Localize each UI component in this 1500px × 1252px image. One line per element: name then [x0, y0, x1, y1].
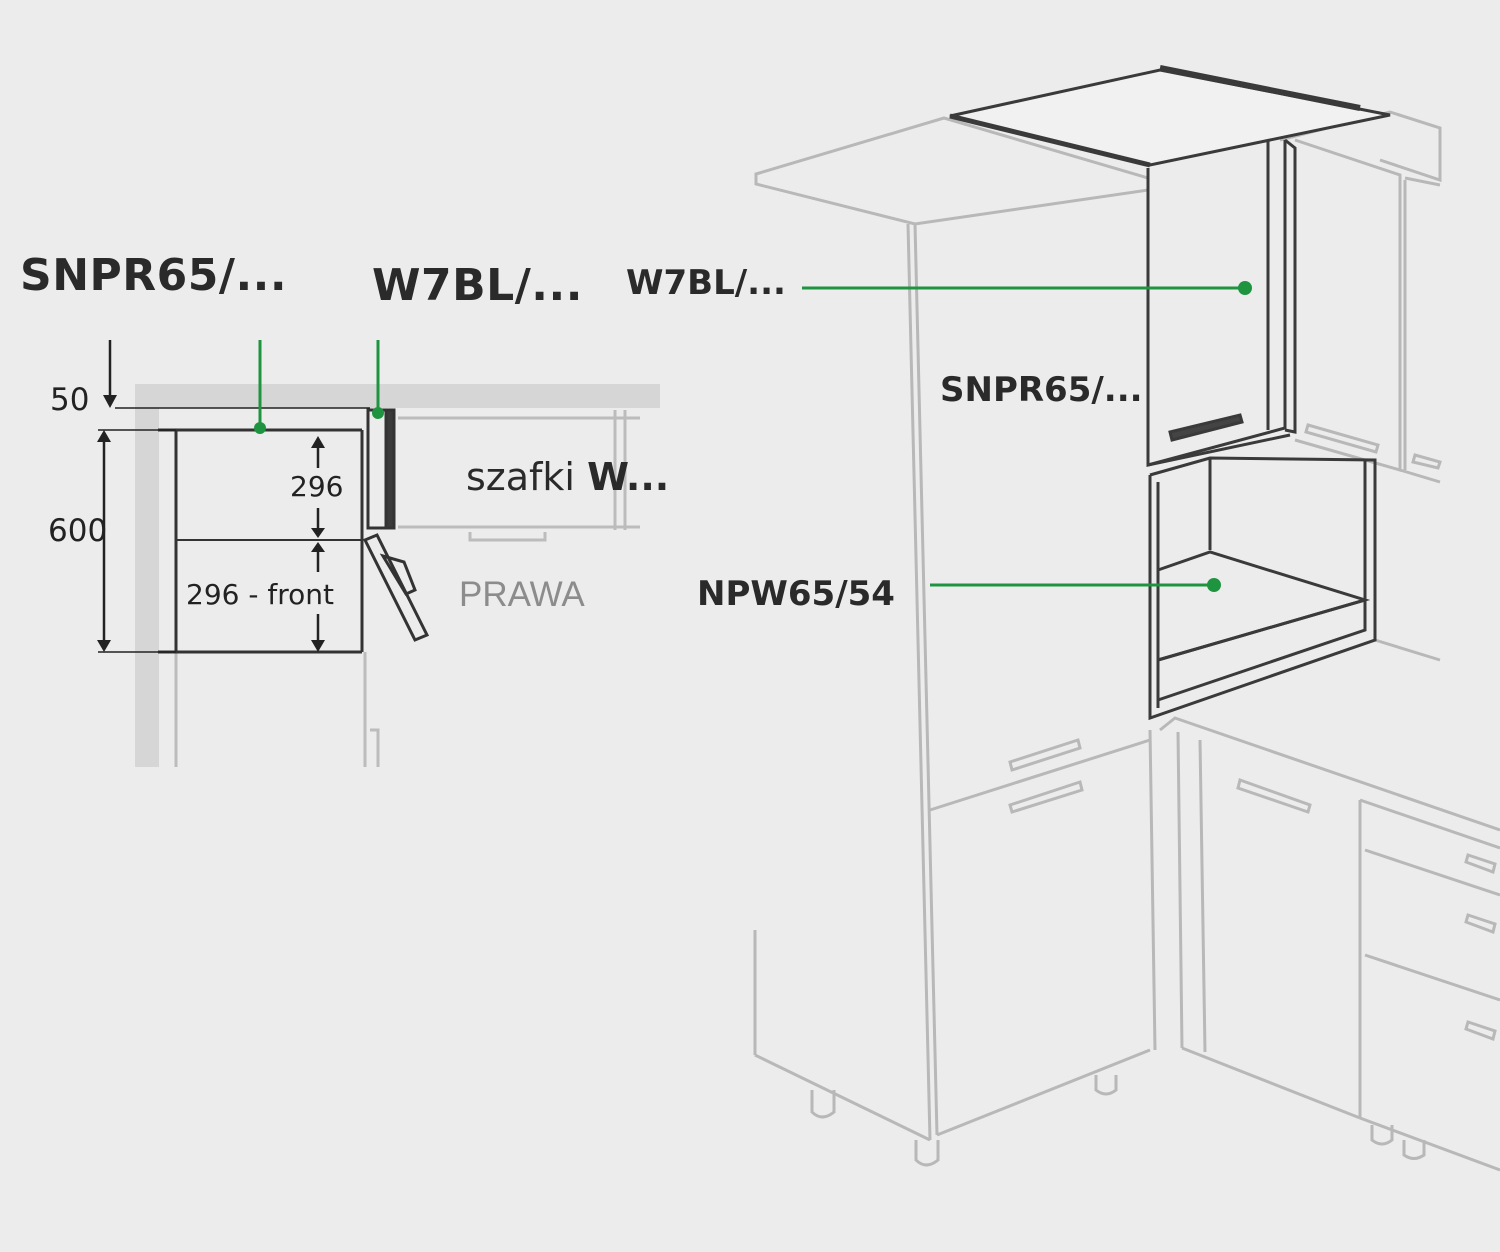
plan-label-w7bl: W7BL/...	[372, 260, 583, 311]
dimension-upper: 296	[290, 470, 344, 503]
perspective-label-snpr: SNPR65/...	[940, 370, 1143, 410]
side-cabinets-code: W...	[587, 455, 670, 499]
plan-label-snpr: SNPR65/...	[20, 250, 288, 301]
plan-view	[97, 340, 660, 767]
direction-label: PRAWA	[459, 575, 585, 614]
dimension-lower-front: 296 - front	[186, 578, 334, 611]
side-cabinets-label: szafki W...	[466, 458, 669, 496]
wall-left	[135, 384, 159, 767]
dimension-height: 600	[48, 513, 108, 549]
perspective-label-npw: NPW65/54	[697, 574, 895, 614]
side-cabinets-prefix: szafki	[466, 455, 575, 499]
w7bl-perspective-marker-dot	[1238, 281, 1252, 295]
highlighted-cabinet	[949, 65, 1391, 721]
perspective-label-w7bl: W7BL/...	[626, 263, 786, 303]
w7bl-marker-dot	[372, 407, 384, 419]
snpr-marker-dot	[254, 422, 266, 434]
npw-perspective-marker-dot	[1207, 578, 1221, 592]
dimension-top-depth: 50	[50, 382, 90, 418]
perspective-view	[753, 110, 1500, 1172]
wall-top	[135, 384, 660, 408]
